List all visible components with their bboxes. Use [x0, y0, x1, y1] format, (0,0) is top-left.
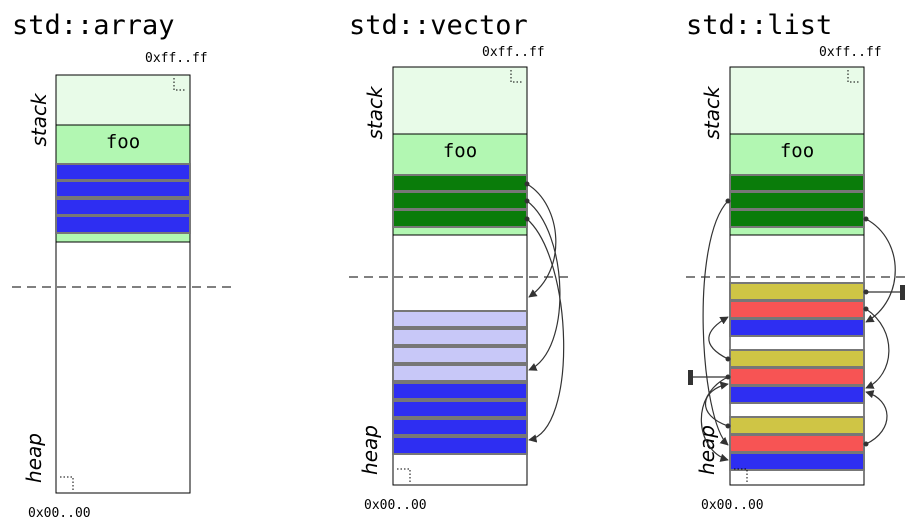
vector-unused-capacity [392, 310, 528, 382]
top-address: 0xff..ff [819, 45, 882, 60]
node-link-arrow [700, 376, 729, 462]
capacity-pointer-arrow [526, 218, 565, 443]
vector-element [392, 400, 528, 418]
panel-list: std::list 0xff..ff 0x00..00 foo [686, 10, 909, 513]
vector-element [392, 436, 528, 455]
capacity-slot [392, 310, 528, 328]
top-corner-marker [510, 70, 523, 83]
pointer-origin [863, 289, 869, 295]
node-link-arrow [708, 316, 729, 360]
stack-region [729, 66, 865, 135]
node-link-arrow [865, 390, 888, 445]
bottom-address: 0x00..00 [364, 498, 427, 513]
stack-label: stack [363, 85, 387, 140]
bottom-address: 0x00..00 [701, 498, 764, 513]
prev-pointer [729, 367, 865, 386]
prev-pointer [729, 434, 865, 453]
begin-pointer-arrow [526, 183, 557, 298]
array-element [55, 198, 191, 216]
tail-pointer-arrow [865, 218, 896, 323]
list-node-2 [729, 349, 865, 404]
bottom-corner-marker [734, 468, 748, 482]
vector-element [392, 382, 528, 400]
node-link-arrow [704, 381, 729, 427]
top-corner-marker [847, 70, 860, 83]
capacity-slot [392, 328, 528, 346]
bottom-corner-marker [60, 476, 74, 490]
top-address: 0xff..ff [482, 45, 545, 60]
list-pointer-arrows [688, 198, 905, 462]
prev-pointer [729, 300, 865, 319]
vector-elements [392, 382, 528, 455]
list-node-3 [729, 416, 865, 471]
bottom-corner-marker [397, 468, 411, 482]
pointer-field [392, 209, 528, 228]
bottom-address: 0x00..00 [28, 506, 91, 521]
heap-label: heap [695, 425, 719, 475]
node-link-arrow [865, 308, 890, 389]
heap-label: heap [358, 425, 382, 475]
capacity-slot [392, 346, 528, 364]
pointer-field [392, 191, 528, 210]
next-pointer [729, 416, 865, 435]
panel-title: std::vector [349, 10, 528, 41]
array-element [55, 163, 191, 181]
vector-header-fields [392, 174, 528, 228]
top-address: 0xff..ff [145, 51, 208, 66]
list-field [729, 191, 865, 210]
vector-element [392, 418, 528, 436]
frame-label: foo [443, 140, 477, 162]
panel-title: std::array [12, 10, 175, 41]
stack-label: stack [27, 92, 51, 147]
stack-region [55, 74, 191, 126]
node-value [729, 452, 865, 471]
stack-region [392, 66, 528, 135]
frame-label: foo [780, 140, 814, 162]
panel-array: std::array 0xff..ff 0x00..00 foo stack h… [12, 10, 234, 521]
list-node-1 [729, 282, 865, 337]
array-element [55, 215, 191, 234]
list-header-fields [729, 174, 865, 228]
null-terminator [900, 285, 905, 300]
panel-title: std::list [686, 10, 832, 41]
heap-label: heap [22, 433, 46, 483]
pointer-arrows [524, 181, 565, 443]
head-pointer-arrow [702, 200, 729, 446]
panel-vector: std::vector 0xff..ff 0x00..00 foo stack … [349, 10, 572, 513]
stack-label: stack [700, 85, 724, 140]
null-terminator [688, 370, 693, 385]
pointer-field [392, 174, 528, 192]
next-pointer [729, 282, 865, 301]
top-corner-marker [173, 78, 186, 91]
next-pointer [729, 349, 865, 368]
capacity-slot [392, 364, 528, 382]
node-value [729, 385, 865, 404]
list-field [729, 209, 865, 228]
frame-label: foo [106, 131, 140, 153]
end-pointer-arrow [526, 200, 561, 371]
array-element [55, 180, 191, 198]
node-value [729, 318, 865, 337]
array-elements [55, 163, 191, 234]
list-field [729, 174, 865, 192]
